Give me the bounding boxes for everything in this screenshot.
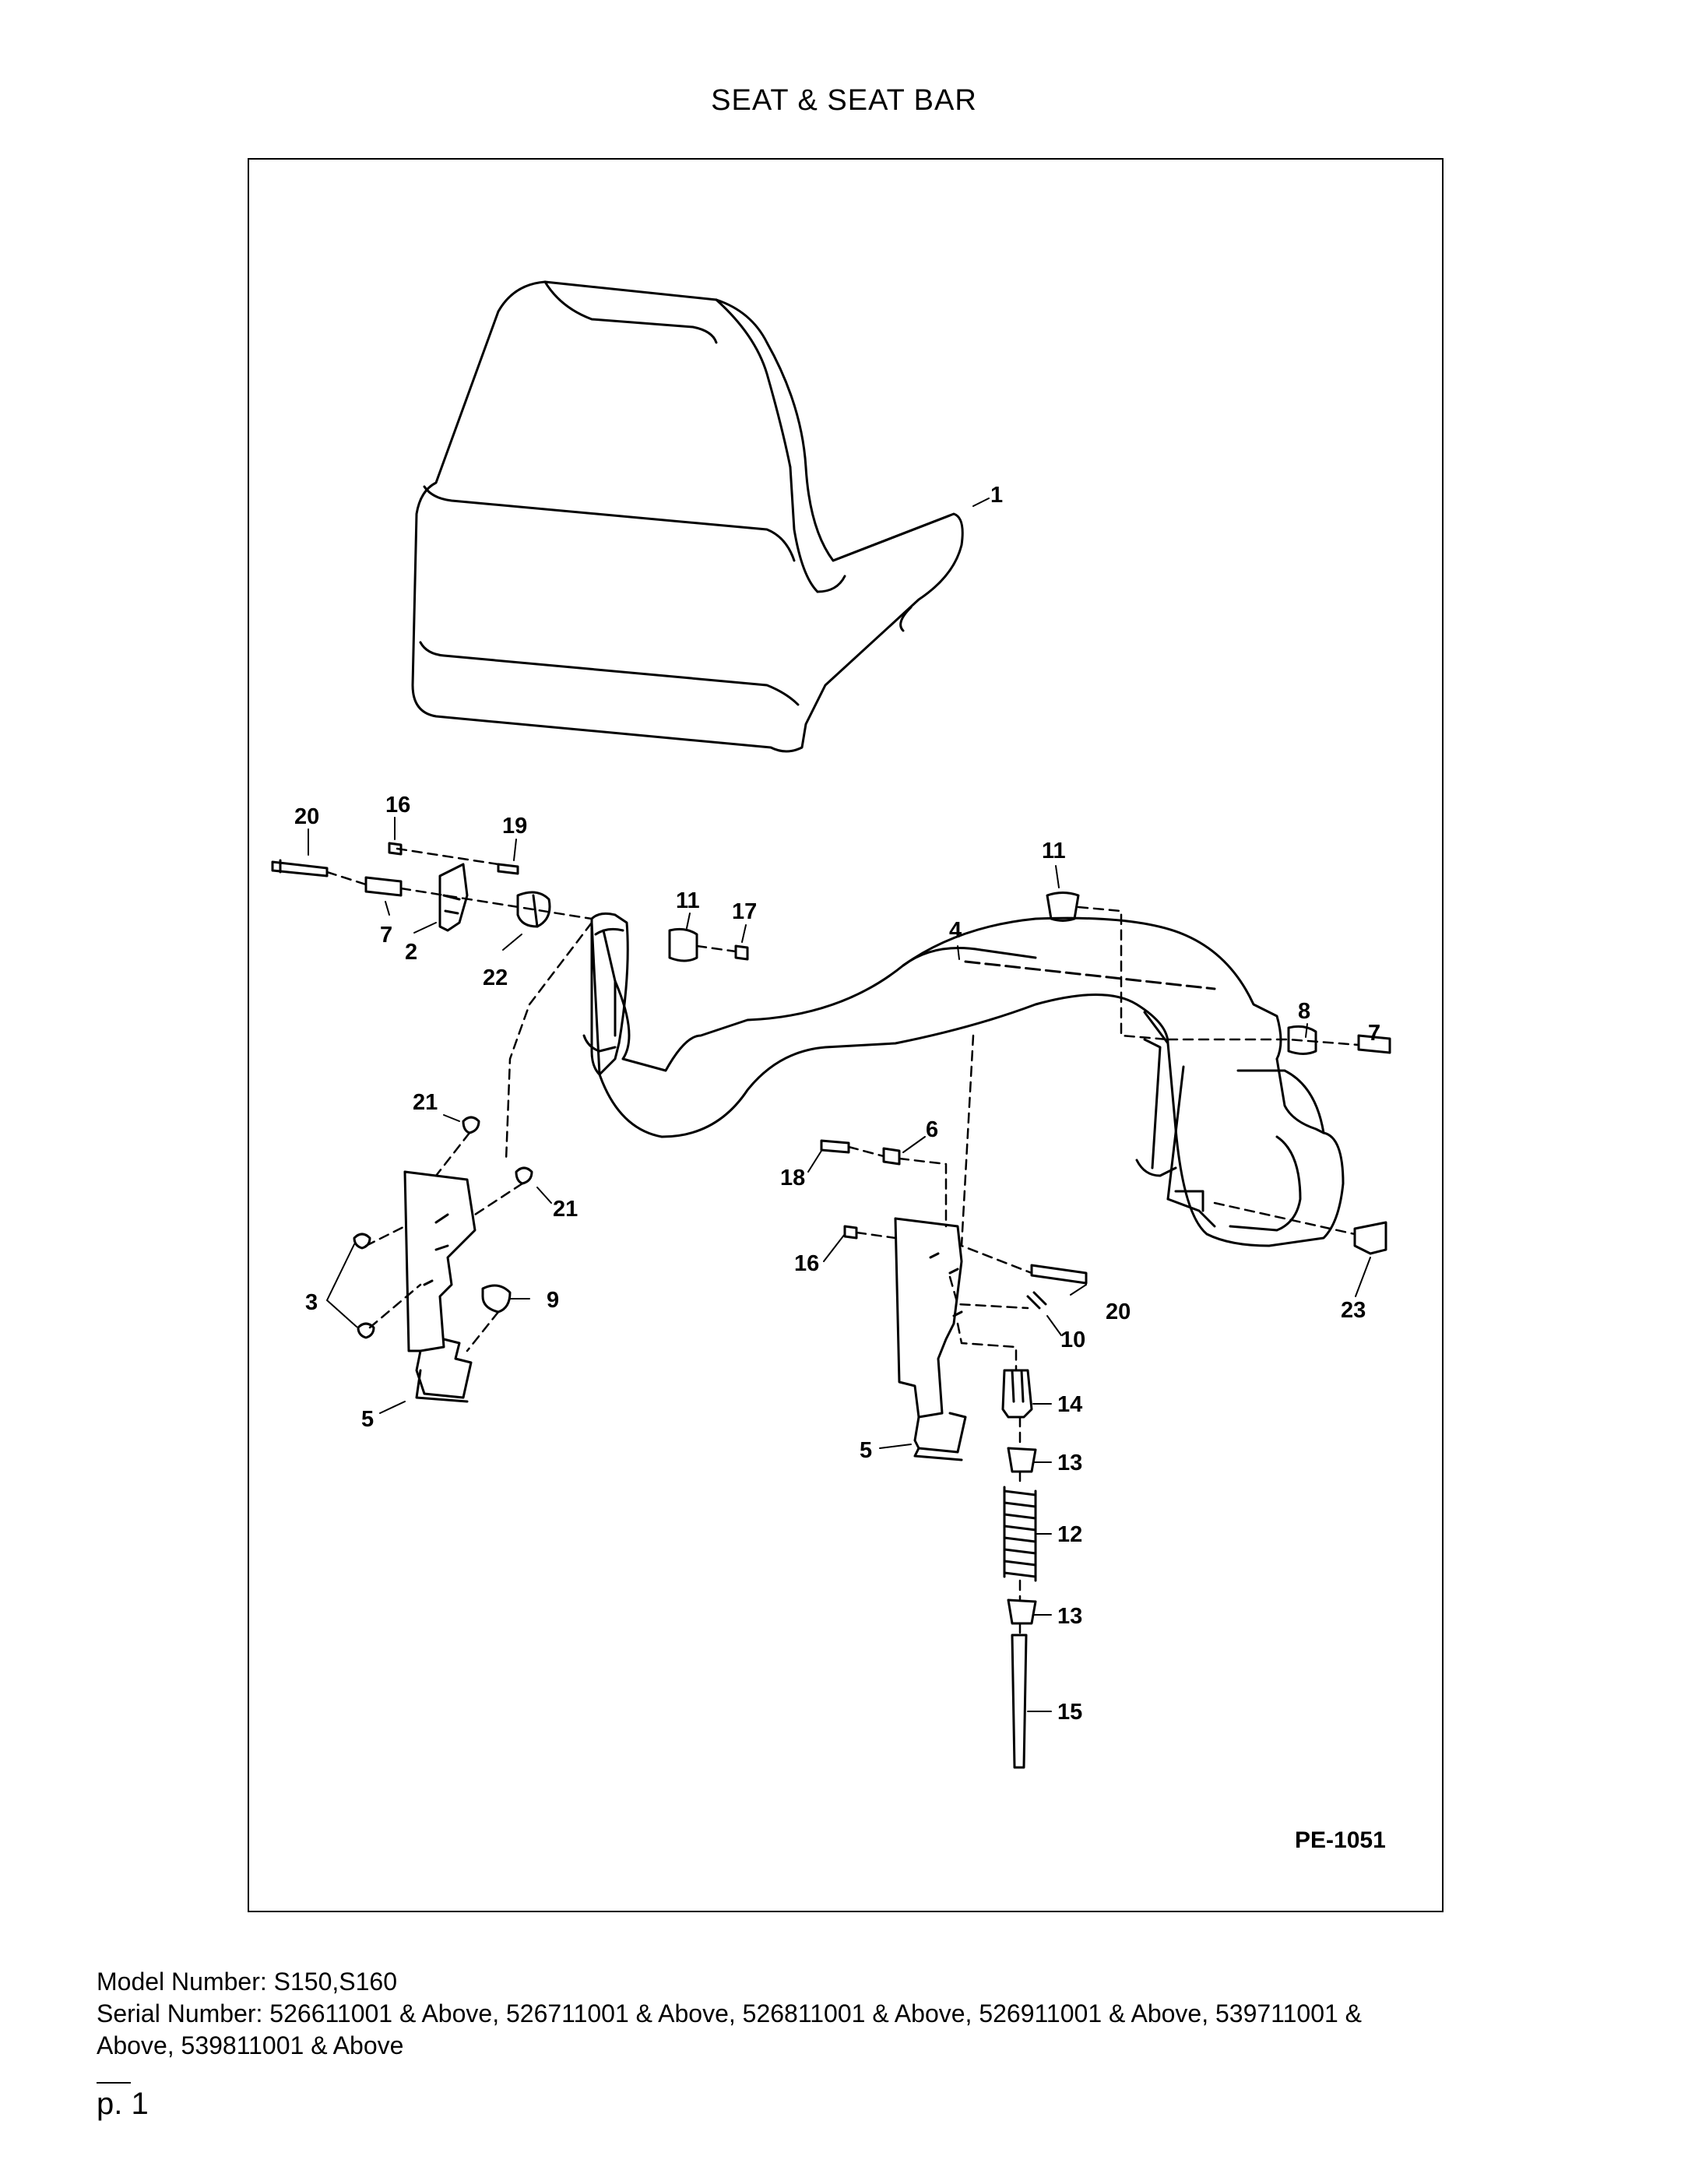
footer-rule xyxy=(97,2082,131,2084)
callout-21-right: 21 xyxy=(553,1197,578,1222)
seat-bar-drawing xyxy=(582,912,1345,1247)
model-number: Model Number: S150,S160 xyxy=(97,1968,397,1996)
serial-number: Serial Number: 526611001 & Above, 526711… xyxy=(97,1999,1363,2027)
diagram-frame xyxy=(248,158,1444,1912)
callout-12: 12 xyxy=(1057,1522,1082,1547)
callout-14: 14 xyxy=(1057,1392,1082,1417)
callout-13-upper: 13 xyxy=(1057,1451,1082,1475)
assembly-lines xyxy=(325,847,1360,1637)
callout-4: 4 xyxy=(949,918,962,943)
callout-20-right: 20 xyxy=(1106,1299,1131,1324)
callout-3: 3 xyxy=(305,1290,318,1315)
callout-18: 18 xyxy=(780,1166,805,1190)
callout-19: 19 xyxy=(502,814,527,839)
callout-21-left: 21 xyxy=(413,1090,438,1115)
serial-number-continued: Above, 539811001 & Above xyxy=(97,2031,404,2059)
callout-5-left: 5 xyxy=(361,1407,374,1432)
callout-2: 2 xyxy=(405,940,417,965)
callout-20-left: 20 xyxy=(294,804,319,829)
callout-16-right: 16 xyxy=(794,1251,819,1276)
callout-8: 8 xyxy=(1298,999,1310,1024)
right-mount-bracket-drawing xyxy=(894,1217,967,1461)
callout-10: 10 xyxy=(1060,1328,1085,1352)
leader-lines xyxy=(308,498,1377,1712)
page-title: SEAT & SEAT BAR xyxy=(711,84,977,117)
callout-9: 9 xyxy=(547,1288,559,1313)
callout-13-lower: 13 xyxy=(1057,1604,1082,1629)
callout-6: 6 xyxy=(926,1117,938,1142)
callout-7-right: 7 xyxy=(1368,1021,1380,1046)
left-mount-bracket-drawing xyxy=(403,1170,477,1403)
callout-5-right: 5 xyxy=(860,1438,872,1463)
callout-17: 17 xyxy=(732,899,757,924)
callout-15: 15 xyxy=(1057,1700,1082,1725)
seat-drawing xyxy=(411,280,964,753)
callout-16-top: 16 xyxy=(385,793,410,818)
footer-info: Model Number: S150,S160 Serial Number: 5… xyxy=(97,1966,1599,2062)
page-number: p. 1 xyxy=(97,2087,149,2121)
callout-22: 22 xyxy=(483,965,508,990)
callout-23: 23 xyxy=(1341,1298,1366,1323)
callout-1: 1 xyxy=(990,483,1003,508)
figure-code: PE-1051 xyxy=(1295,1827,1386,1853)
callout-11-right: 11 xyxy=(1042,839,1066,863)
callout-11-left: 11 xyxy=(676,888,700,913)
callout-7-left: 7 xyxy=(380,923,392,948)
